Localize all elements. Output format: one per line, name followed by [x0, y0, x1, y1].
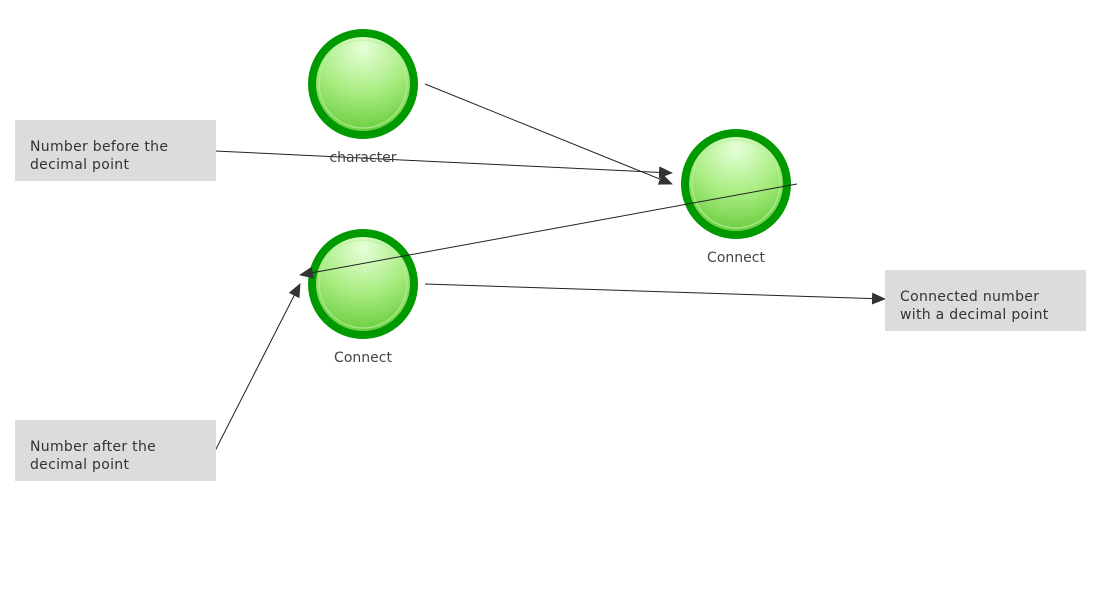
edge-after-to-connect	[214, 283, 301, 452]
node-connect-left[interactable]	[308, 229, 418, 339]
box-number-after[interactable]: Number after the decimal point	[15, 420, 216, 481]
box-number-before[interactable]: Number before the decimal point	[15, 120, 216, 181]
label-connect-left: Connect	[334, 350, 392, 366]
node-connect-top[interactable]	[681, 129, 791, 239]
label-character: character	[329, 150, 397, 166]
edge-connect-to-result	[424, 283, 886, 305]
box-connected-number[interactable]: Connected number with a decimal point	[885, 270, 1086, 331]
edge-character-to-connect	[424, 83, 673, 185]
label-connect-top: Connect	[707, 250, 765, 266]
node-character[interactable]	[308, 29, 418, 139]
edge-before-to-connect	[214, 150, 673, 179]
edge-connect-to-connect	[299, 183, 798, 279]
